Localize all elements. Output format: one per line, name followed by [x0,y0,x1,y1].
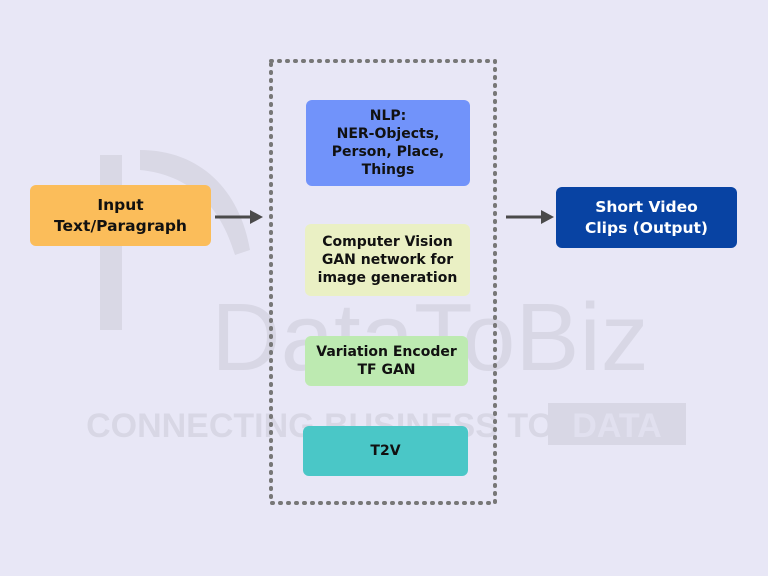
arrow-input-to-pipeline [215,210,263,224]
computer-vision-stage-label: Computer Vision GAN network for image ge… [317,233,458,287]
watermark-tagline-highlight-bg [548,403,686,445]
input-text-label: Input Text/Paragraph [54,196,187,235]
watermark-tagline-highlight: DATA [572,407,661,445]
variation-encoder-stage-label: Variation Encoder TF GAN [316,343,457,378]
arrow-pipeline-to-output [506,210,554,224]
input-text-node: Input Text/Paragraph [30,185,211,246]
nlp-stage-node: NLP: NER-Objects, Person, Place, Things [306,100,470,186]
nlp-stage-label: NLP: NER-Objects, Person, Place, Things [331,107,445,179]
output-video-label: Short Video Clips (Output) [584,198,709,237]
t2v-stage-node: T2V [303,426,468,476]
output-video-node: Short Video Clips (Output) [556,187,737,248]
variation-encoder-stage-node: Variation Encoder TF GAN [305,336,468,386]
computer-vision-stage-node: Computer Vision GAN network for image ge… [305,224,470,296]
processing-pipeline-frame [269,59,497,505]
t2v-stage-label: T2V [370,442,401,459]
